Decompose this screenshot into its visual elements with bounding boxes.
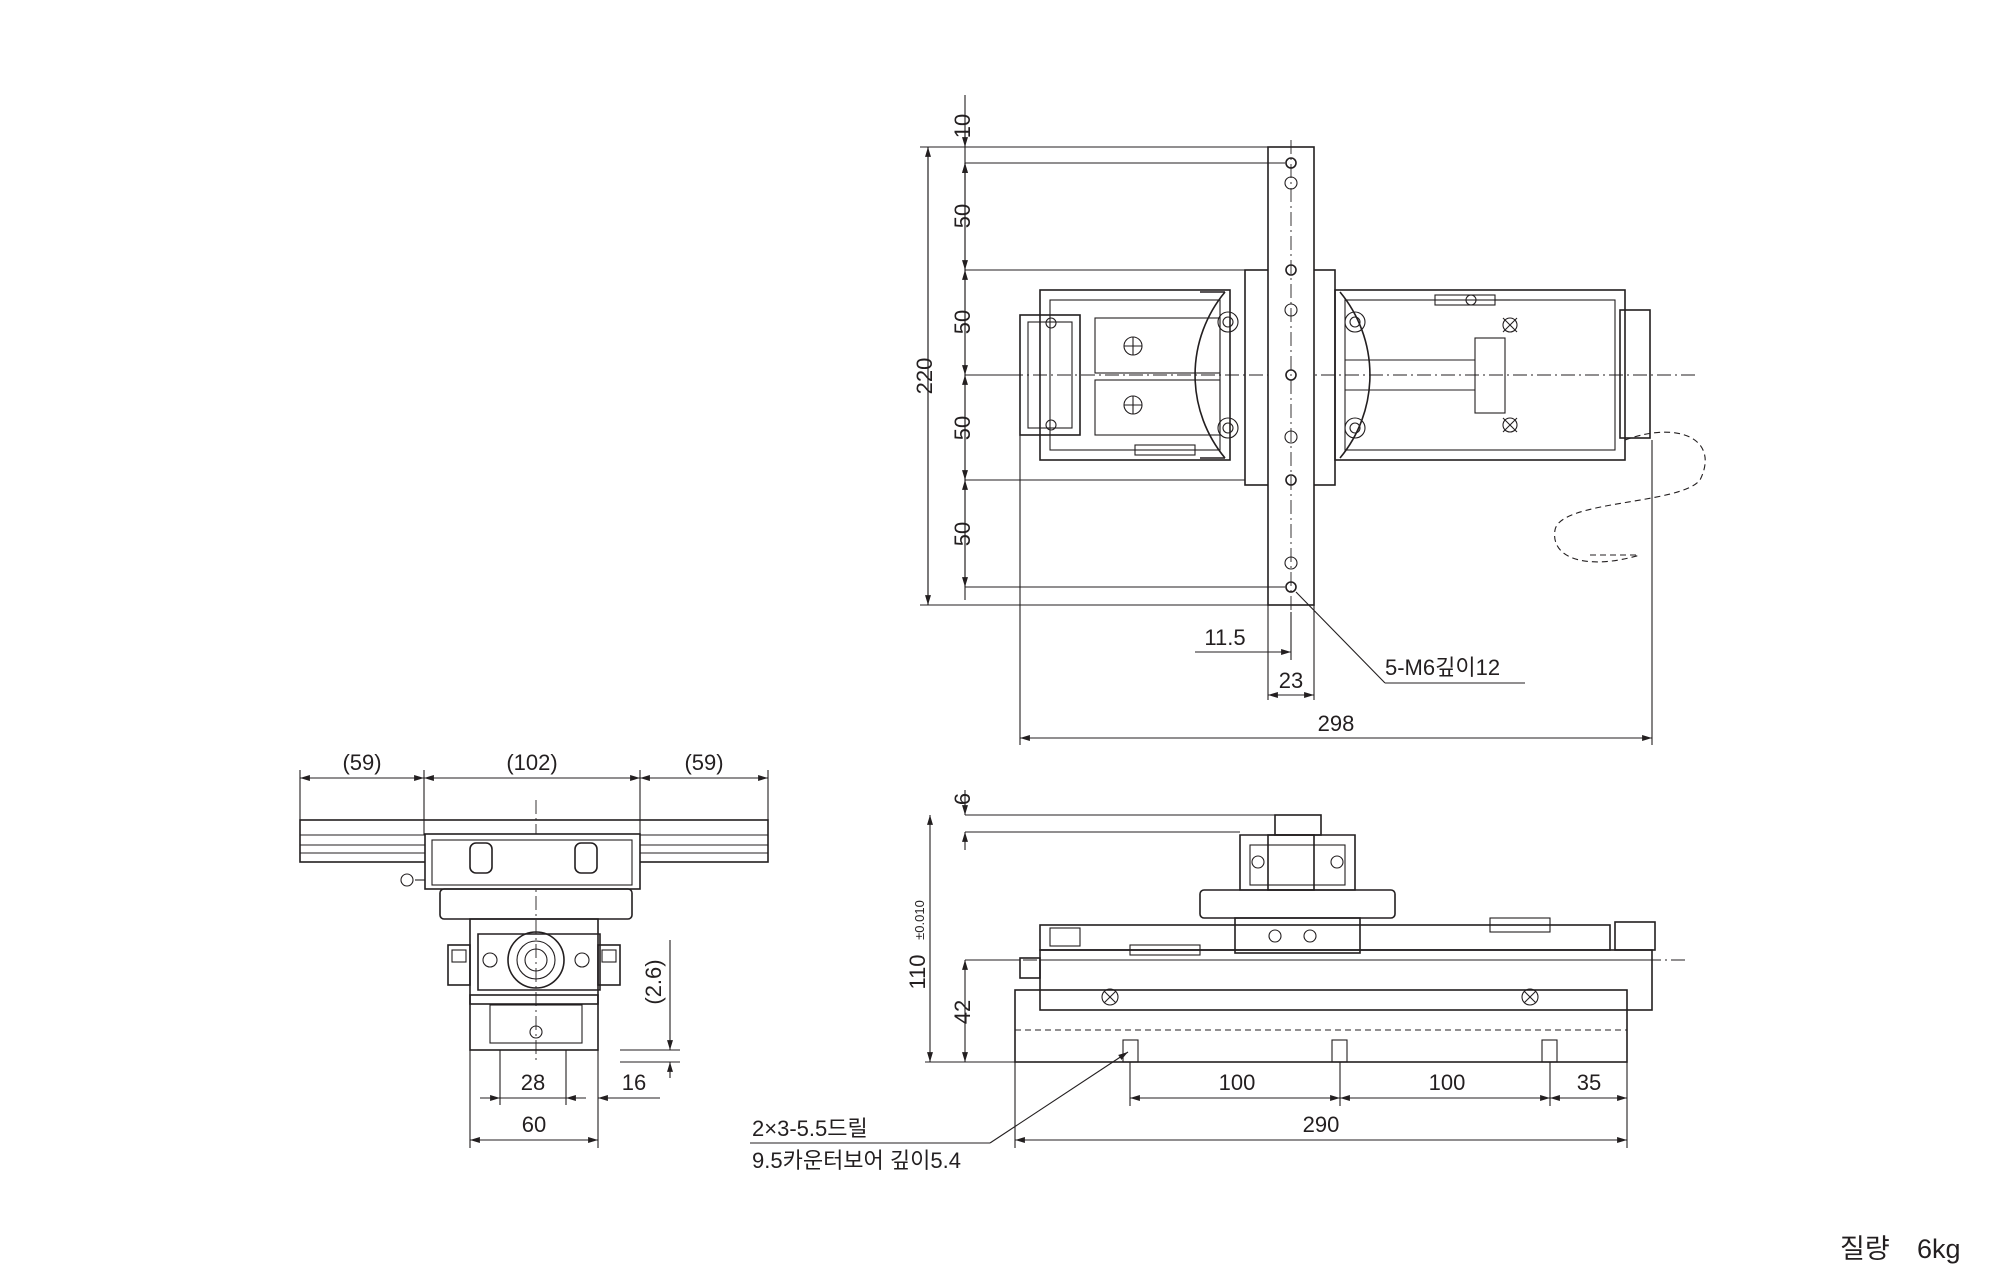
dim-110: 110 [905,954,930,989]
hole-callout: 5-M6깊이12 [1385,655,1500,680]
dim-50-d: 50 [950,522,975,546]
dim-6: 6 [950,793,975,805]
dim-42: 42 [950,1000,975,1024]
dim-100-b: 100 [1429,1070,1466,1095]
dim-16: 16 [622,1070,646,1095]
top-view: 10 50 50 50 50 220 11.5 23 5-M6깊이12 298 [912,95,1706,745]
dim-220: 220 [912,358,937,395]
mass-label: 질량 [1840,1234,1890,1264]
dim-102: (102) [506,750,557,775]
dim-59-right: (59) [684,750,723,775]
side-base [1014,989,1628,1063]
dim-59-left: (59) [342,750,381,775]
mass-value: 6kg [1917,1234,1961,1264]
dim-60: 60 [522,1112,546,1137]
dim-35: 35 [1577,1070,1601,1095]
dim-290: 290 [1303,1112,1340,1137]
dim-11-5: 11.5 [1204,625,1245,650]
dim-23: 23 [1279,668,1303,693]
dim-10: 10 [950,114,975,138]
dim-50-c: 50 [950,416,975,440]
dim-298: 298 [1318,711,1355,736]
dim-110-tol: ±0.010 [912,900,927,940]
m6-holes [1284,157,1298,593]
drill-note-line1: 2×3-5.5드릴 [752,1116,868,1141]
dim-28: 28 [521,1070,545,1095]
dim-100-a: 100 [1219,1070,1256,1095]
drill-note-line2: 9.5카운터보어 깊이5.4 [752,1148,961,1173]
mass-note: 질량 6kg [1840,1234,1961,1264]
end-view: (59) (102) (59) (2.6) 28 16 60 [299,750,769,1148]
top-slide-body-left [1039,289,1231,461]
side-view: 6 110 ±0.010 42 100 100 35 290 2×3-5.5드릴… [750,790,1685,1173]
dim-2-6: (2.6) [641,959,666,1004]
dim-50-a: 50 [950,204,975,228]
dim-50-b: 50 [950,310,975,334]
